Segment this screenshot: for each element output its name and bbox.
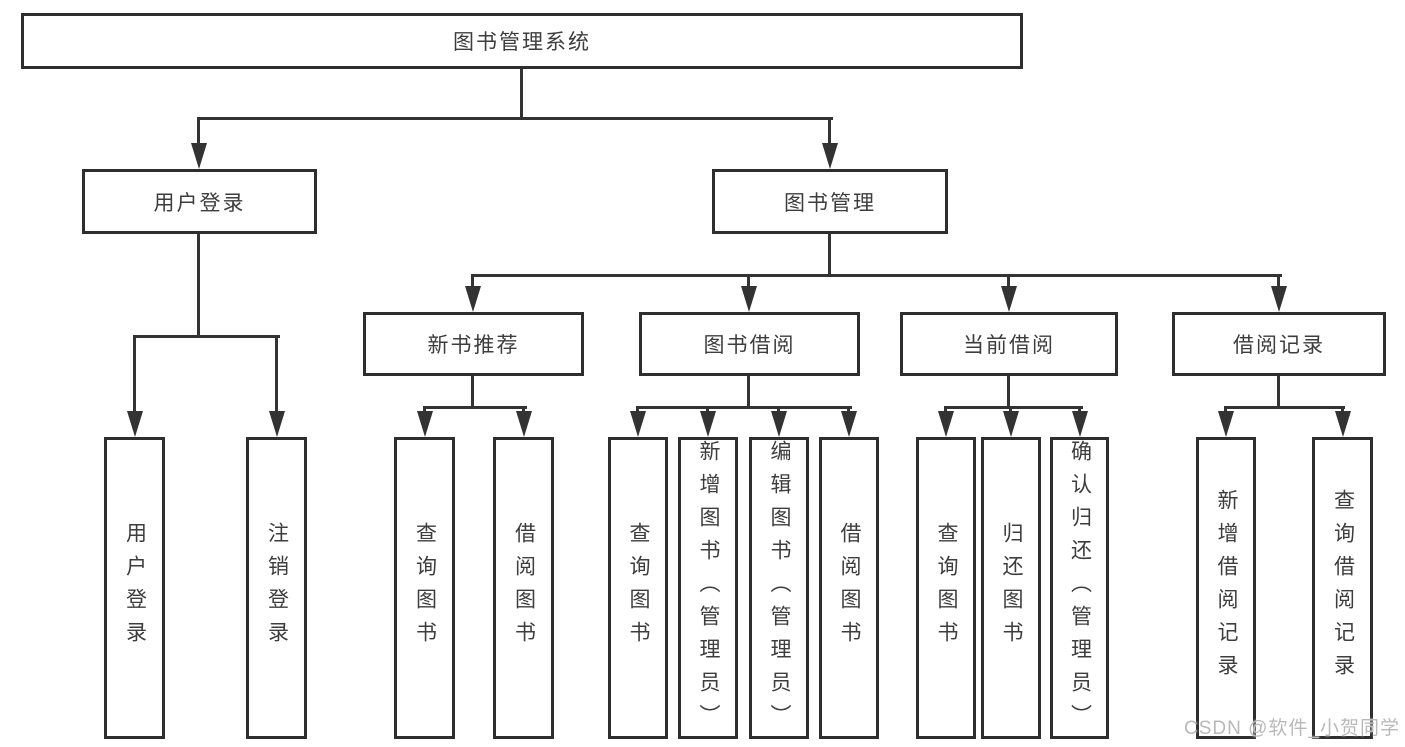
leaf-query-books-borrow: 查询图书 <box>608 437 668 739</box>
leaf-user-login-label: 用户登录 <box>123 522 147 654</box>
node-root: 图书管理系统 <box>21 13 1023 69</box>
leaf-logout-label: 注销登录 <box>265 522 289 654</box>
connector-book-mgmt-stem <box>828 233 831 274</box>
arrow-to-new-book-icon <box>465 286 481 312</box>
leaf-borrow-books-recommend-label: 借阅图书 <box>512 522 536 654</box>
node-book-borrow-label: 图书借阅 <box>703 334 796 357</box>
leaf-return-books-label: 归还图书 <box>1000 522 1024 654</box>
leaf-borrow-books-recommend: 借阅图书 <box>493 437 554 739</box>
connector-to-book-borrow-stem <box>747 274 750 290</box>
leaf-borrow-books-label: 借阅图书 <box>838 522 862 654</box>
arrow-to-user-login-icon <box>191 143 207 169</box>
arrow-to-leaf-login-icon <box>127 411 143 437</box>
arrow-icon <box>938 411 954 437</box>
leaf-confirm-return-admin: 确认归还（管理员） <box>1050 437 1109 739</box>
leaf-query-books-borrow-label: 查询图书 <box>627 522 651 654</box>
connector-borrow-record-rail <box>1226 406 1345 409</box>
arrow-to-book-mgmt-icon <box>822 143 838 169</box>
connector-user-login-rail <box>135 335 280 338</box>
node-book-borrow: 图书借阅 <box>639 312 860 376</box>
leaf-add-borrow-record: 新增借阅记录 <box>1196 437 1256 739</box>
connector-root-to-user-login-stem <box>197 117 200 145</box>
connector-book-mgmt-rail <box>473 274 1282 277</box>
arrow-icon <box>700 411 716 437</box>
node-current-borrow-label: 当前借阅 <box>963 334 1055 357</box>
node-book-management-label: 图书管理 <box>784 191 876 215</box>
connector-to-new-book-stem <box>471 274 474 290</box>
arrow-icon <box>630 411 646 437</box>
leaf-stem <box>522 406 525 414</box>
connector-book-borrow-stem2 <box>747 375 750 406</box>
node-current-borrow: 当前借阅 <box>900 312 1118 376</box>
connector-user-login-stem <box>197 233 200 335</box>
leaf-confirm-return-admin-label: 确认归还（管理员） <box>1068 439 1092 737</box>
connector-to-leaf-login-stem <box>133 335 136 413</box>
leaf-borrow-books: 借阅图书 <box>819 437 879 739</box>
leaf-stem <box>777 406 780 414</box>
leaf-add-book-admin-label: 新增图书（管理员） <box>697 439 721 737</box>
connector-root-rail <box>199 117 833 120</box>
leaf-edit-book-admin-label: 编辑图书（管理员） <box>768 439 792 737</box>
leaf-stem <box>1009 406 1012 414</box>
node-root-label: 图书管理系统 <box>453 31 591 54</box>
arrow-icon <box>417 411 433 437</box>
node-book-management: 图书管理 <box>712 169 948 234</box>
leaf-edit-book-admin: 编辑图书（管理员） <box>749 437 809 739</box>
arrow-icon <box>1335 411 1351 437</box>
arrow-icon <box>1218 411 1234 437</box>
connector-current-borrow-stem2 <box>1007 375 1010 406</box>
leaf-query-books-recommend-label: 查询图书 <box>413 522 437 654</box>
leaf-query-borrow-record: 查询借阅记录 <box>1312 437 1373 739</box>
node-borrow-records: 借阅记录 <box>1172 312 1386 376</box>
connector-to-borrow-record-stem <box>1277 274 1280 290</box>
leaf-add-borrow-record-label: 新增借阅记录 <box>1215 489 1239 687</box>
node-new-book-recommend: 新书推荐 <box>363 312 584 376</box>
node-user-login: 用户登录 <box>82 169 317 234</box>
leaf-user-login: 用户登录 <box>104 437 165 739</box>
arrow-to-borrow-record-icon <box>1271 286 1287 312</box>
leaf-query-books-current: 查询图书 <box>916 437 976 739</box>
connector-new-book-stem <box>471 375 474 406</box>
leaf-stem <box>847 406 850 414</box>
connector-new-book-rail <box>425 406 527 409</box>
leaf-query-books-recommend: 查询图书 <box>394 437 455 739</box>
arrow-icon <box>1072 411 1088 437</box>
connector-root-to-book-mgmt-stem <box>828 117 831 145</box>
arrow-icon <box>1003 411 1019 437</box>
connector-to-current-borrow-stem <box>1007 274 1010 290</box>
leaf-query-borrow-record-label: 查询借阅记录 <box>1331 489 1355 687</box>
csdn-watermark: CSDN @软件_小贺同学 <box>1184 718 1400 739</box>
leaf-stem <box>706 406 709 414</box>
leaf-stem <box>1078 406 1081 414</box>
leaf-stem <box>1341 406 1344 414</box>
leaf-query-books-current-label: 查询图书 <box>935 522 959 654</box>
leaf-stem <box>944 406 947 414</box>
arrow-icon <box>516 411 532 437</box>
arrow-icon <box>841 411 857 437</box>
arrow-icon <box>771 411 787 437</box>
connector-to-leaf-logout-stem <box>275 335 278 413</box>
connector-borrow-record-stem2 <box>1277 375 1280 406</box>
leaf-logout: 注销登录 <box>246 437 307 739</box>
leaf-stem <box>1224 406 1227 414</box>
node-borrow-records-label: 借阅记录 <box>1233 334 1325 357</box>
connector-root-stem <box>520 68 523 117</box>
node-new-book-recommend-label: 新书推荐 <box>427 334 520 357</box>
connector-book-borrow-rail <box>638 406 852 409</box>
arrow-to-current-borrow-icon <box>1001 286 1017 312</box>
arrow-to-leaf-logout-icon <box>269 411 285 437</box>
arrow-to-book-borrow-icon <box>741 286 757 312</box>
leaf-add-book-admin: 新增图书（管理员） <box>678 437 738 739</box>
leaf-stem <box>636 406 639 414</box>
leaf-stem <box>423 406 426 414</box>
node-user-login-label: 用户登录 <box>153 191 246 215</box>
connector-current-borrow-rail <box>946 406 1083 409</box>
leaf-return-books: 归还图书 <box>981 437 1041 739</box>
